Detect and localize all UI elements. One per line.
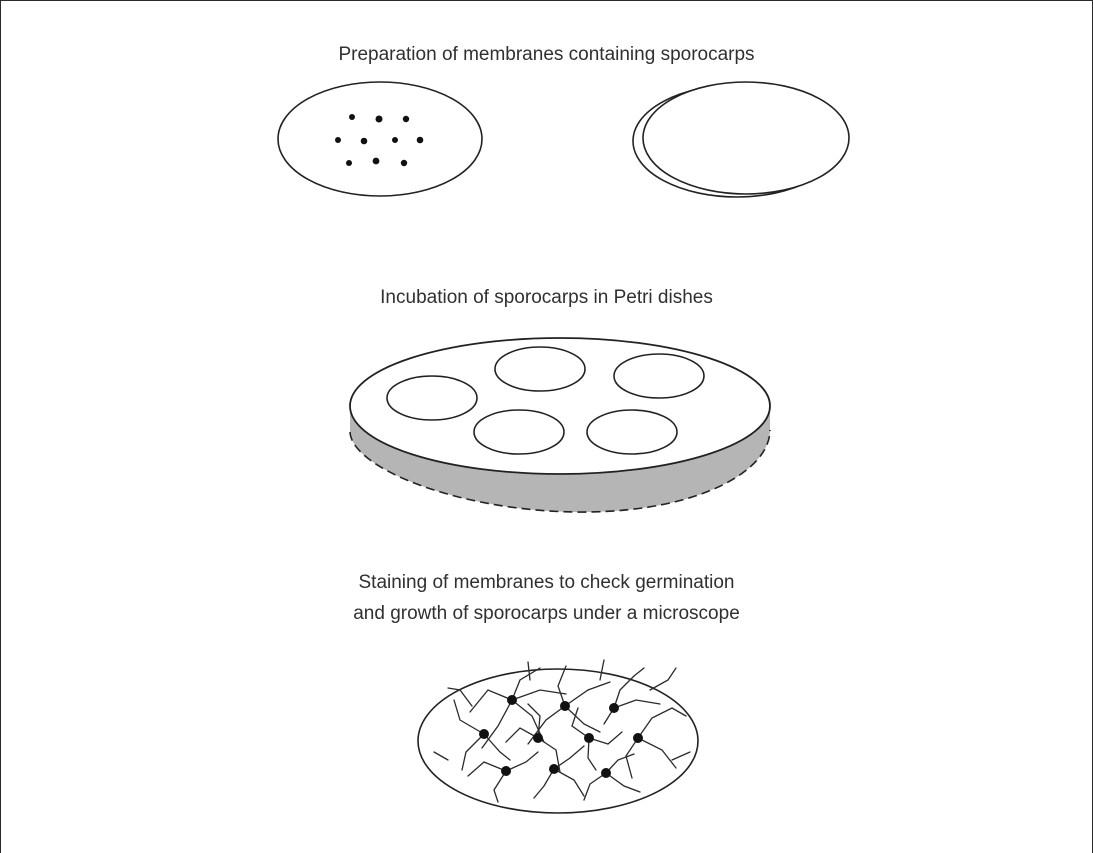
petri-dish bbox=[349, 337, 771, 513]
sporocarp-dots bbox=[335, 114, 424, 167]
sporocarp-dot bbox=[335, 137, 341, 143]
sporocarp-dot bbox=[400, 159, 408, 167]
step-3-caption-line-2: and growth of sporocarps under a microsc… bbox=[353, 603, 740, 624]
step-3-caption-line-1: Staining of membranes to check germinati… bbox=[358, 572, 735, 593]
dish-membranes bbox=[386, 346, 705, 455]
sporocarp-dot bbox=[346, 160, 352, 166]
dish-membrane bbox=[473, 409, 565, 455]
dish-membrane bbox=[494, 346, 586, 392]
sporocarp-dot bbox=[416, 136, 424, 144]
membrane-ellipse bbox=[277, 81, 483, 197]
step-2-caption: Incubation of sporocarps in Petri dishes bbox=[380, 287, 713, 308]
sporocarp-dot bbox=[375, 115, 383, 123]
dish-membrane bbox=[586, 409, 678, 455]
petri-dish-rim bbox=[349, 429, 771, 513]
sporocarp-dot bbox=[601, 768, 611, 778]
sporocarp-dot bbox=[349, 114, 355, 120]
germinated-sporocarps bbox=[479, 695, 643, 778]
stained-membrane bbox=[417, 659, 699, 814]
front-membrane bbox=[642, 81, 850, 195]
sporocarp-dot bbox=[507, 695, 517, 705]
sporocarp-dot bbox=[392, 137, 398, 143]
sporocarp-dot bbox=[402, 115, 410, 123]
sporocarp-dot bbox=[609, 703, 619, 713]
sporocarp-dot bbox=[549, 764, 559, 774]
hyphae bbox=[433, 659, 691, 803]
stained-membrane-ellipse bbox=[417, 668, 699, 814]
sporocarp-dot bbox=[479, 729, 489, 739]
sporocarp-dot bbox=[501, 766, 511, 776]
step-1-caption: Preparation of membranes containing spor… bbox=[338, 44, 755, 65]
dish-membrane bbox=[613, 353, 705, 399]
dish-membrane bbox=[386, 375, 478, 421]
sporocarp-dot bbox=[633, 733, 643, 743]
blank-membranes bbox=[632, 81, 850, 198]
sporocarp-dot bbox=[372, 157, 380, 165]
membrane-with-sporocarps bbox=[277, 81, 483, 197]
sporocarp-dot bbox=[360, 137, 368, 145]
sporocarp-dot bbox=[560, 701, 570, 711]
sporocarp-dot bbox=[584, 733, 594, 743]
sporocarp-dot bbox=[533, 733, 543, 743]
